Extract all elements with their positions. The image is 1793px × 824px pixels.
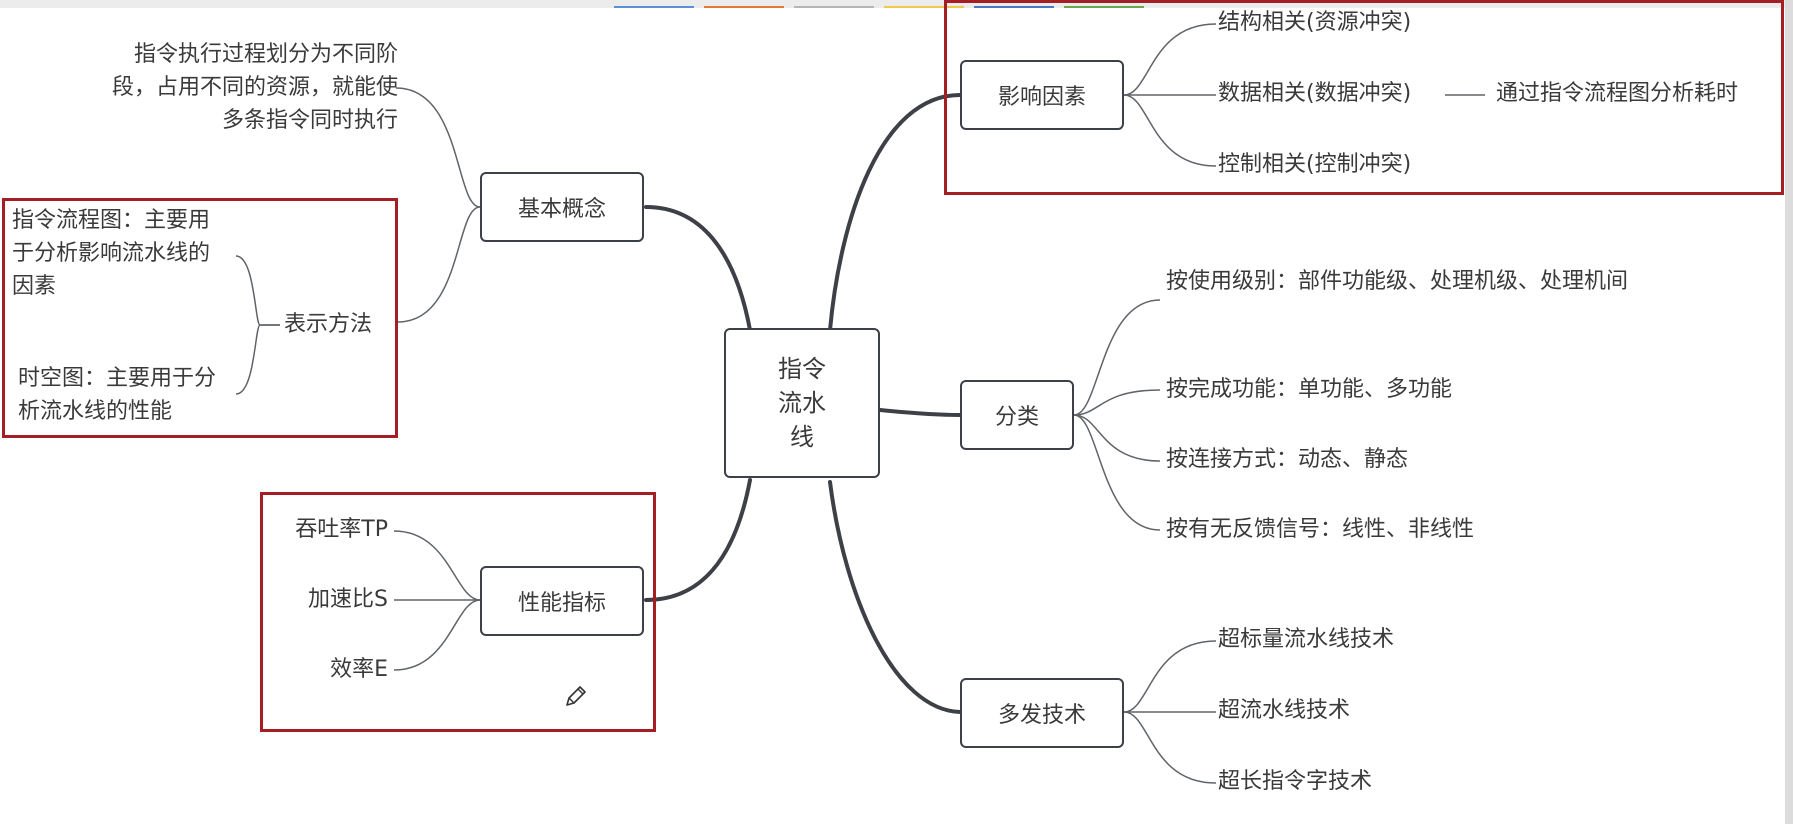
link-rep-spacetime xyxy=(235,324,261,395)
multi-item-superscalar: 超标量流水线技术 xyxy=(1218,627,1395,652)
color-tick-yellow xyxy=(884,6,964,8)
branch-link-basic xyxy=(644,205,752,332)
branch-link-factors xyxy=(828,93,962,332)
branch-link-performance xyxy=(644,478,752,602)
node-classification[interactable]: 分类 xyxy=(960,380,1074,450)
center-node-label: 指令流水线 xyxy=(778,355,826,451)
node-classification-label: 分类 xyxy=(994,405,1039,430)
link-class-4 xyxy=(1073,414,1161,531)
class-item-level: 按使用级别：部件功能级、处理机级、处理机间 xyxy=(1166,269,1629,294)
node-performance-label: 性能指标 xyxy=(517,591,606,616)
perf-item-s: 加速比S xyxy=(308,587,388,612)
perf-item-e: 效率E xyxy=(330,657,388,682)
color-tick-gray xyxy=(794,6,874,8)
link-factor-1 xyxy=(1123,23,1217,96)
perf-item-tp: 吞吐率TP xyxy=(295,517,388,542)
branch-link-classification xyxy=(878,408,962,417)
color-tick-orange xyxy=(704,6,784,8)
class-item-connection: 按连接方式：动态、静态 xyxy=(1166,447,1409,472)
center-node[interactable]: 指令流水线 xyxy=(724,328,880,478)
multi-item-superpipeline: 超流水线技术 xyxy=(1218,698,1351,723)
highlight-frame-representation xyxy=(2,198,398,438)
link-class-3 xyxy=(1073,414,1161,462)
class-item-feedback: 按有无反馈信号：线性、非线性 xyxy=(1166,517,1475,542)
top-toolbar-strip xyxy=(0,0,1793,8)
link-basic-representation xyxy=(397,206,481,323)
node-performance[interactable]: 性能指标 xyxy=(480,566,644,636)
factor-data-note: 通过指令流程图分析耗时 xyxy=(1496,81,1739,106)
node-factors-label: 影响因素 xyxy=(997,85,1086,110)
factor-item-control: 控制相关(控制冲突) xyxy=(1218,152,1412,177)
link-factor-3 xyxy=(1123,94,1217,167)
representation-label: 表示方法 xyxy=(284,312,373,337)
link-multi-1 xyxy=(1123,640,1217,713)
link-class-2 xyxy=(1073,389,1161,416)
node-basic-concept[interactable]: 基本概念 xyxy=(480,172,644,242)
node-basic-concept-label: 基本概念 xyxy=(517,197,606,222)
link-basic-definition xyxy=(395,87,481,208)
node-multi-issue-label: 多发技术 xyxy=(997,703,1086,728)
color-tick-darkblue xyxy=(974,6,1054,8)
representation-flowchart-text: 指令流程图：主要用于分析影响流水线的因素 xyxy=(12,208,211,299)
node-multi-issue[interactable]: 多发技术 xyxy=(960,678,1124,748)
highlight-frame-performance xyxy=(260,492,656,732)
multi-item-vliw: 超长指令字技术 xyxy=(1218,769,1373,794)
highlight-frame-factors xyxy=(944,0,1784,195)
class-item-function: 按完成功能：单功能、多功能 xyxy=(1166,377,1453,402)
basic-definition-text: 指令执行过程划分为不同阶段，占用不同的资源，就能使多条指令同时执行 xyxy=(111,42,398,133)
node-factors[interactable]: 影响因素 xyxy=(960,60,1124,130)
link-multi-3 xyxy=(1123,711,1217,784)
branch-link-multi xyxy=(828,480,962,714)
link-perf-tp xyxy=(393,530,481,601)
link-class-1 xyxy=(1073,299,1161,416)
pencil-icon xyxy=(566,686,586,706)
color-tick-blue xyxy=(614,6,694,8)
scrollbar-edge xyxy=(1785,0,1793,824)
link-perf-e xyxy=(393,599,481,671)
color-tick-green xyxy=(1064,6,1144,8)
factor-item-data: 数据相关(数据冲突) xyxy=(1218,81,1412,106)
factor-item-structural: 结构相关(资源冲突) xyxy=(1218,10,1412,35)
representation-spacetime-text: 时空图：主要用于分析流水线的性能 xyxy=(18,366,217,424)
